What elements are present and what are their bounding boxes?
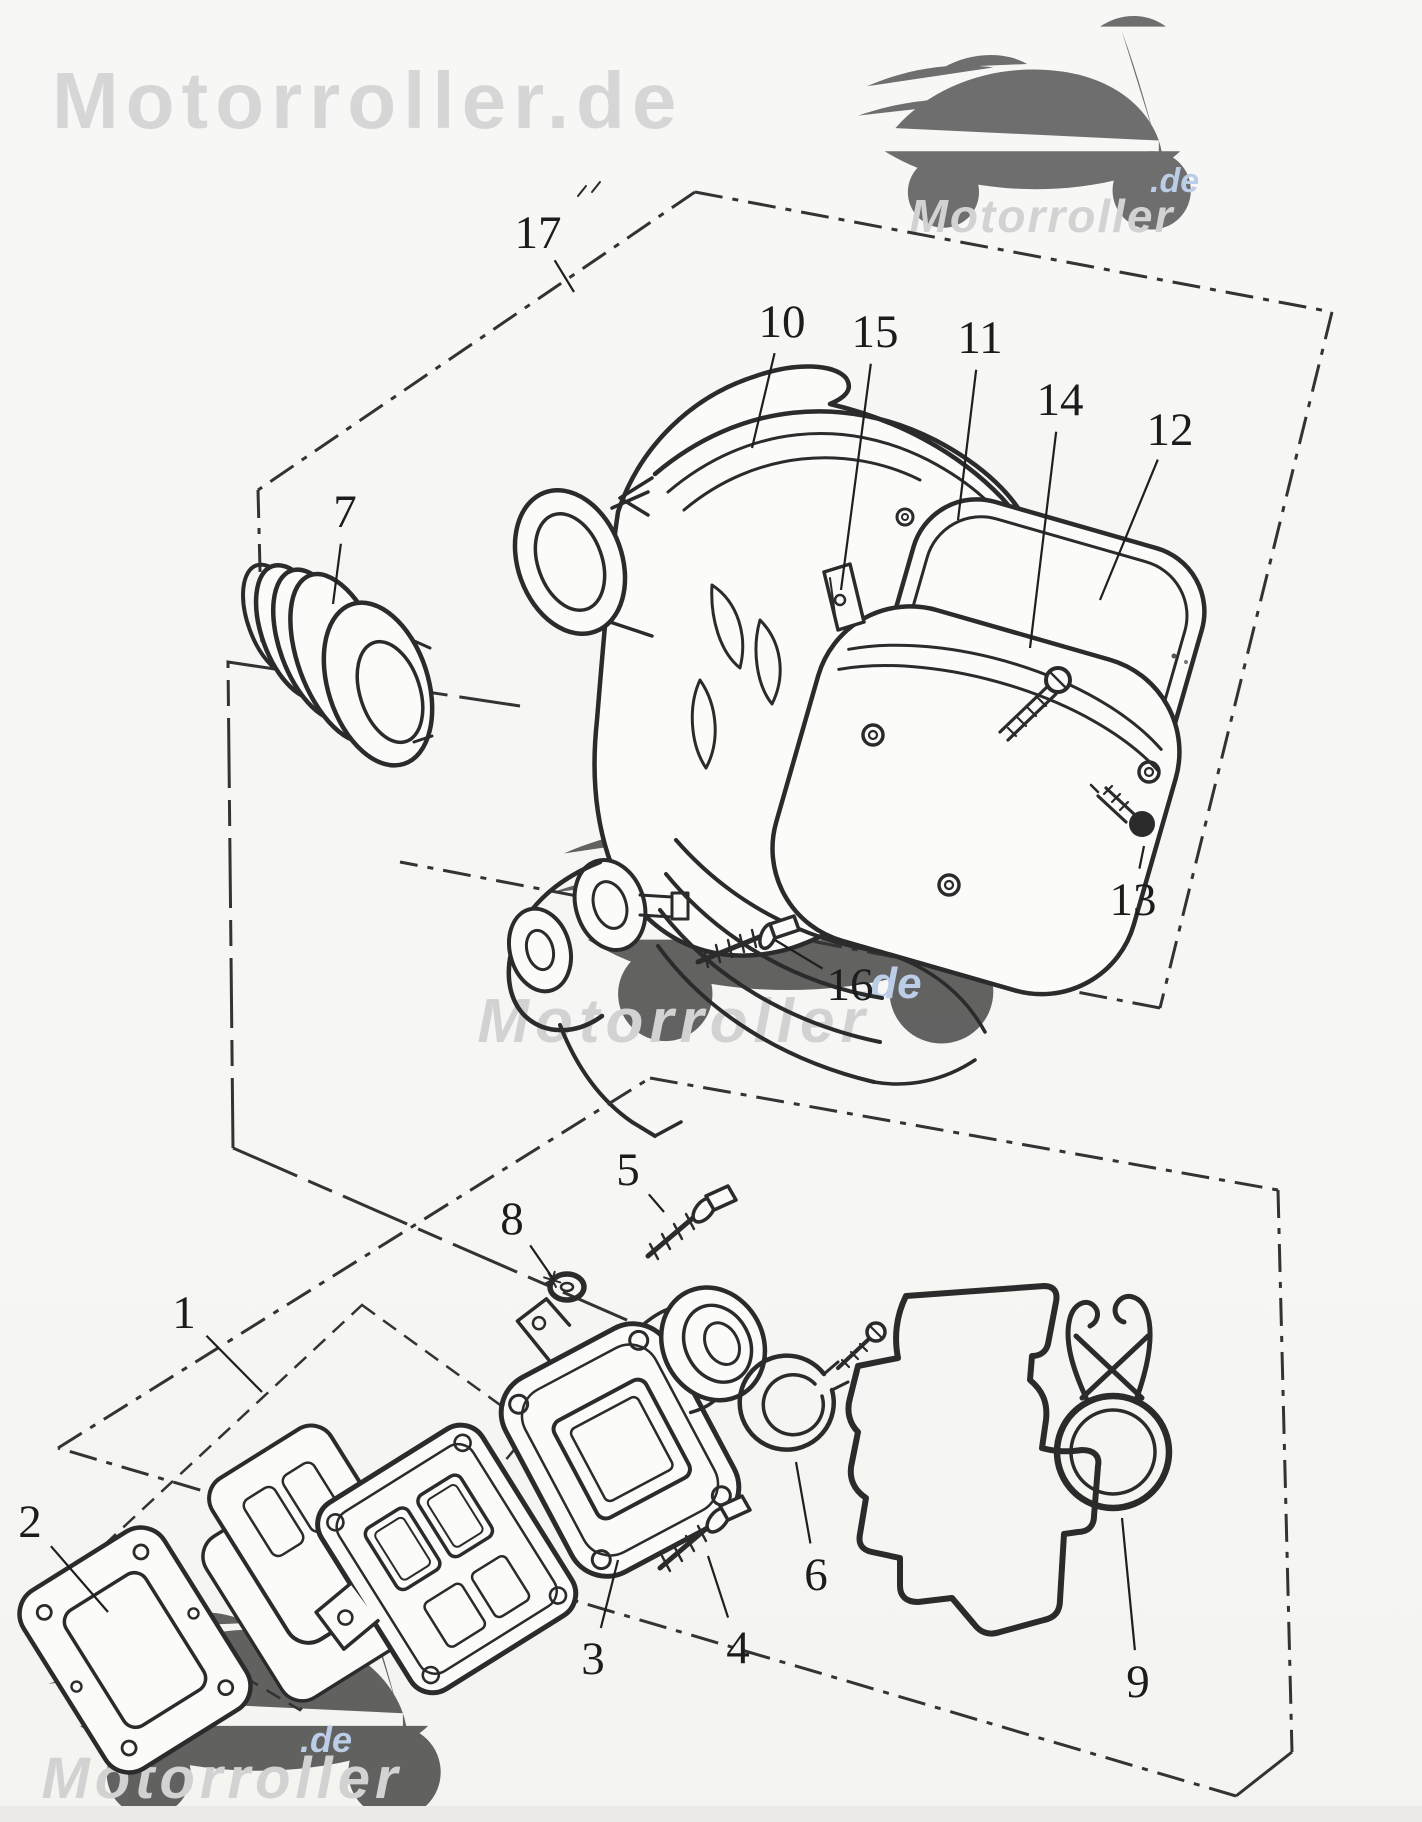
part-number-label-10: 10 bbox=[759, 296, 806, 348]
part-number-label-3: 3 bbox=[581, 1633, 605, 1685]
leader-line-1 bbox=[205, 1334, 263, 1393]
scan-edge-strip bbox=[0, 1806, 1422, 1822]
watermark-de-suffix: .de bbox=[1150, 162, 1199, 200]
part-pleated-boot bbox=[656, 838, 987, 1086]
part-number-label-16: 16 bbox=[827, 959, 874, 1011]
watermark-bottom-left: Motorroller .de bbox=[41, 1523, 441, 1819]
leader-line-7 bbox=[331, 543, 342, 605]
part-bolt-16 bbox=[695, 914, 801, 969]
watermark-brand-text: Motorroller bbox=[41, 1746, 402, 1811]
part-carburetor-gasket-outline bbox=[845, 1283, 1102, 1637]
part-latch-15 bbox=[822, 562, 866, 632]
leader-line-5 bbox=[647, 1193, 665, 1213]
watermark-top-left-text: Motorroller.de bbox=[52, 56, 683, 145]
part-number-label-14: 14 bbox=[1037, 374, 1084, 426]
leader-line-3 bbox=[599, 1559, 620, 1629]
part-number-label-1: 1 bbox=[172, 1287, 196, 1339]
part-number-label-5: 5 bbox=[616, 1144, 640, 1196]
leader-line-6 bbox=[794, 1461, 812, 1544]
part-group-box-1 bbox=[69, 1303, 534, 1712]
part-aircleaner-case-10 bbox=[506, 364, 1043, 1138]
part-number-label-17: 17 bbox=[515, 207, 562, 259]
leader-line-16 bbox=[774, 939, 824, 970]
part-reed-valve-block-1 bbox=[314, 1422, 579, 1696]
part-number-label-8: 8 bbox=[500, 1193, 524, 1245]
leader-line-12 bbox=[1098, 459, 1159, 601]
watermark-de-suffix: .de bbox=[300, 1719, 352, 1760]
bottom-diagram-border bbox=[57, 1076, 1294, 1798]
part-number-label-4: 4 bbox=[726, 1622, 750, 1674]
leader-line-2 bbox=[50, 1545, 109, 1613]
scan-speck bbox=[1184, 660, 1188, 664]
leader-line-10 bbox=[750, 352, 776, 449]
leader-line-15 bbox=[839, 363, 872, 591]
leader-line-14 bbox=[1028, 431, 1058, 649]
watermark-brand-text: Motorroller bbox=[477, 987, 870, 1056]
part-number-label-9: 9 bbox=[1126, 1656, 1150, 1708]
leader-line-8 bbox=[529, 1244, 555, 1281]
part-screw-on-element bbox=[998, 666, 1072, 742]
part-number-label-2: 2 bbox=[18, 1496, 42, 1548]
watermark-top-left: Motorroller.de bbox=[52, 56, 683, 145]
leader-line-9 bbox=[1120, 1517, 1136, 1651]
part-number-label-11: 11 bbox=[957, 312, 1002, 364]
part-bolt-4 bbox=[657, 1494, 752, 1573]
leader-line-11 bbox=[956, 369, 978, 521]
part-nut-8 bbox=[547, 1271, 587, 1303]
part-bolt-5 bbox=[645, 1184, 738, 1261]
part-number-label-13: 13 bbox=[1110, 874, 1157, 926]
part-screw-13 bbox=[1089, 783, 1155, 837]
part-number-label-6: 6 bbox=[804, 1549, 828, 1601]
watermark-brand-text: Motorroller bbox=[910, 190, 1175, 242]
scan-speck bbox=[1171, 653, 1177, 659]
leader-line-13 bbox=[1138, 845, 1146, 869]
part-number-label-12: 12 bbox=[1147, 404, 1194, 456]
part-hose-clip-9 bbox=[1053, 1293, 1173, 1512]
leader-line-4 bbox=[706, 1555, 730, 1618]
part-aircleaner-cover-12 bbox=[770, 604, 1182, 997]
watermark-top-right: Motorroller .de bbox=[858, 0, 1199, 242]
leader-line-17 bbox=[553, 259, 575, 293]
part-gasket-plate-2 bbox=[17, 1525, 253, 1775]
part-number-label-15: 15 bbox=[852, 306, 899, 358]
part-intake-bellows-7 bbox=[241, 562, 435, 768]
watermark-de-suffix: .de bbox=[858, 959, 922, 1008]
part-intake-manifold-3 bbox=[498, 1270, 768, 1579]
part-number-label-7: 7 bbox=[333, 486, 357, 538]
watermark-center: Motorroller .de bbox=[477, 711, 994, 1056]
part-clamp-6 bbox=[737, 1321, 887, 1452]
